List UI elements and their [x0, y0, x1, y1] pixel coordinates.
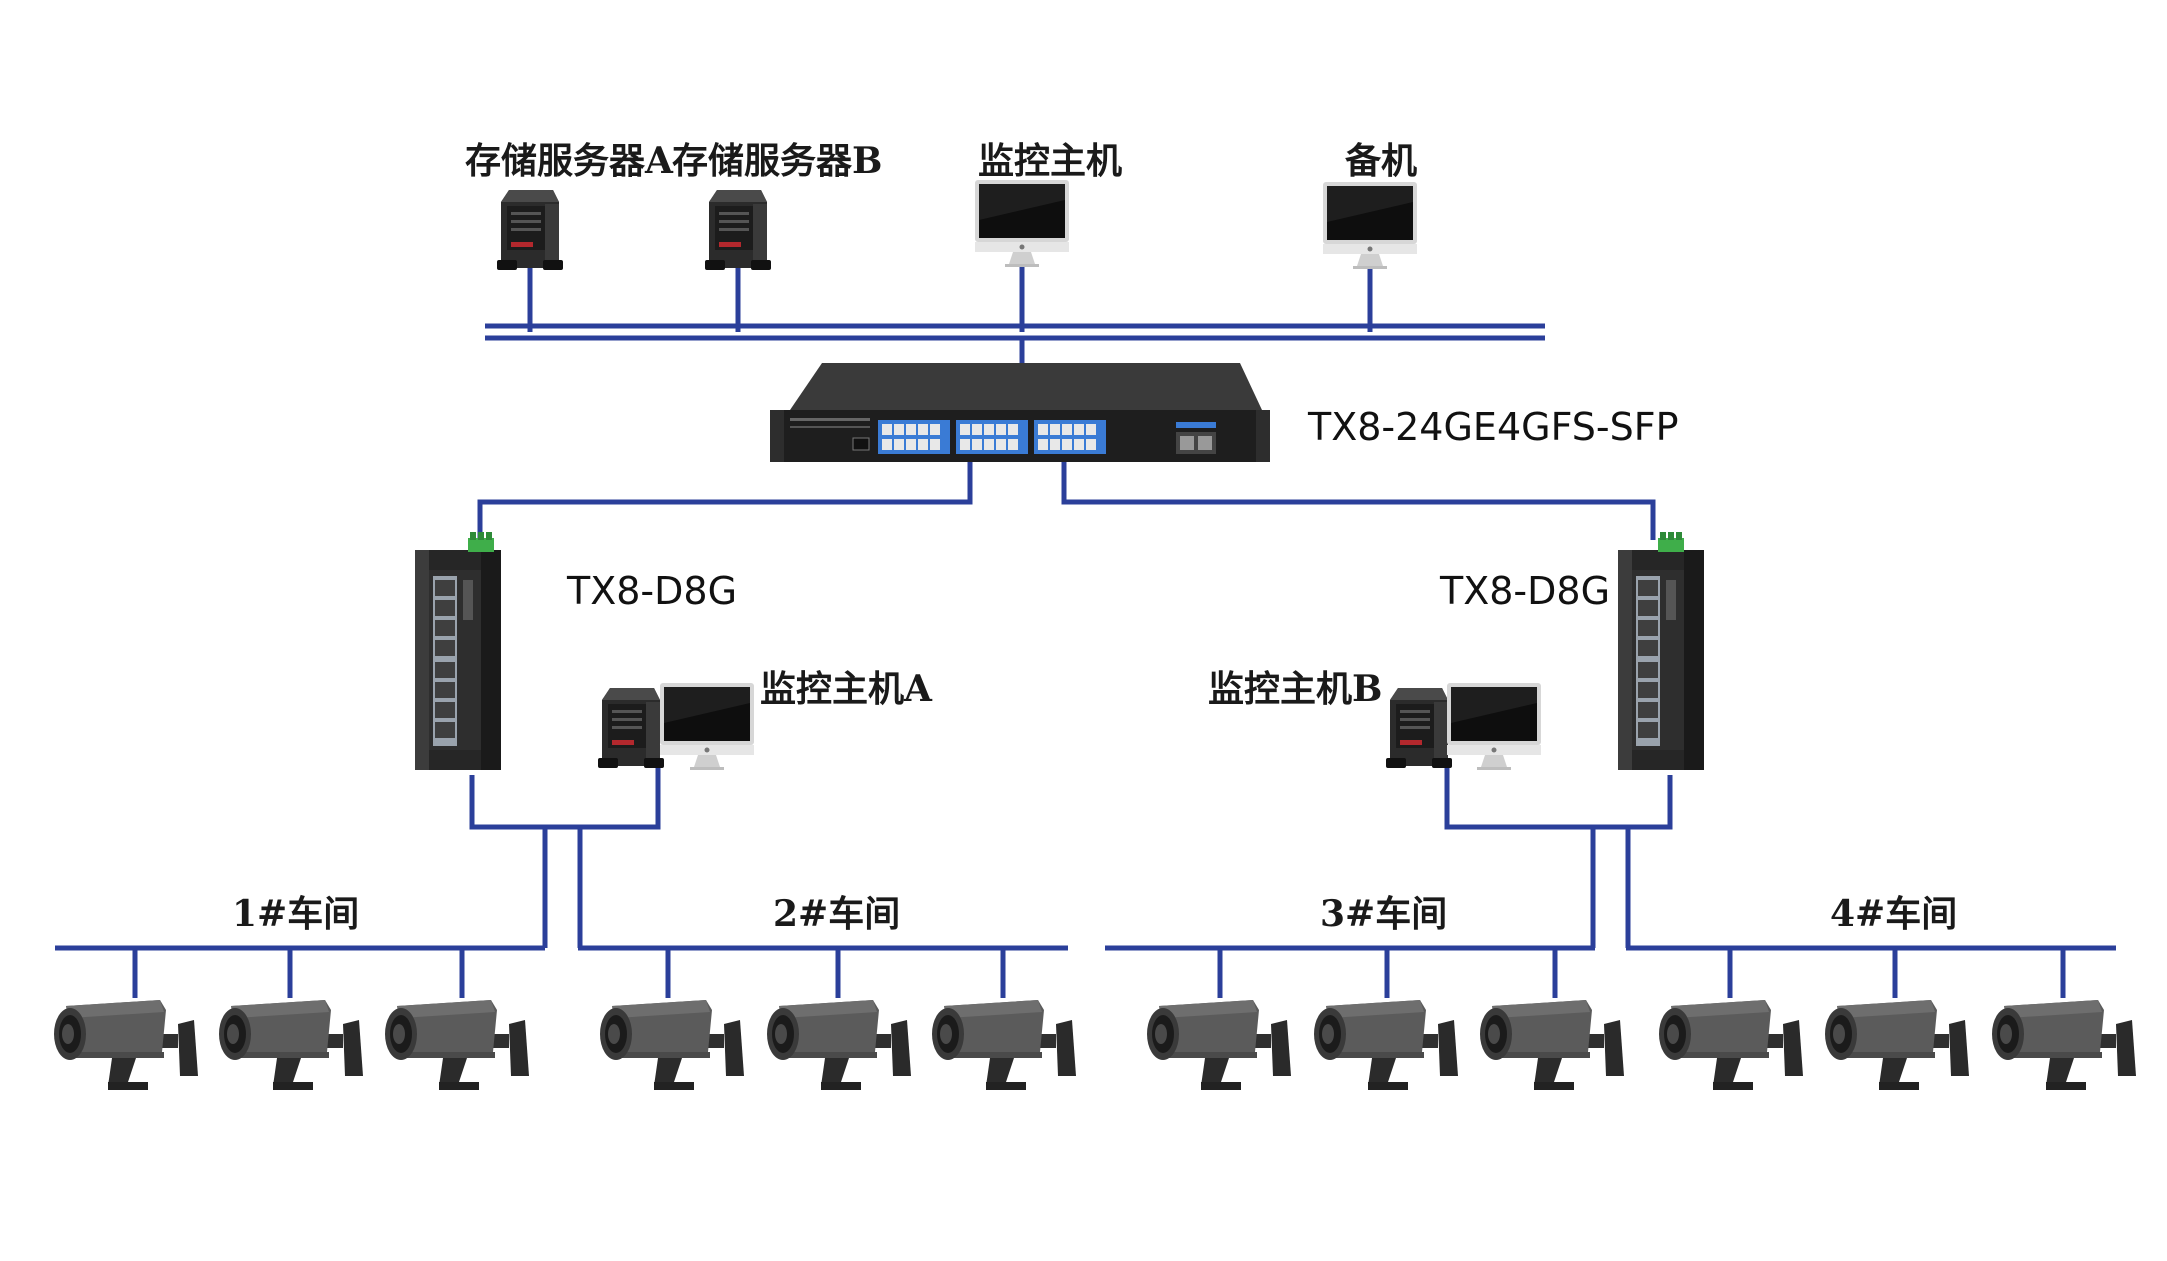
workshop-3-label: 3#车间 [1320, 893, 1447, 935]
camera-icon [1480, 1000, 1624, 1090]
camera-icon [1314, 1000, 1458, 1090]
monitor-host-b-label: 监控主机B [1208, 668, 1382, 710]
camera-icon [932, 1000, 1076, 1090]
host-b-server-icon [1386, 688, 1452, 768]
right-edge-to-host-b-line [1444, 760, 1673, 830]
monitor-host-a-label: 监控主机A [760, 668, 933, 710]
right-terminal-block-icon [1658, 532, 1684, 552]
storage-server-a-icon [497, 190, 563, 270]
host-a-server-icon [598, 688, 664, 768]
workshop-2-cameras [600, 1000, 1076, 1090]
camera-icon [219, 1000, 363, 1090]
left-din-switch-icon [415, 550, 501, 770]
core-to-right-edge-line [1061, 462, 1656, 540]
storage-server-b-label: 存储服务器B [672, 140, 882, 182]
workshop-4-label: 4#车间 [1830, 893, 1957, 935]
core-switch-model-label: TX8-24GE4GFS-SFP [1307, 405, 1678, 449]
host-b-monitor-icon [1447, 683, 1541, 770]
camera-icon [54, 1000, 198, 1090]
camera-drop-lines [132, 948, 2066, 998]
monitor-host-label: 监控主机 [978, 140, 1122, 182]
workshop-3-cameras [1147, 1000, 1624, 1090]
camera-icon [385, 1000, 529, 1090]
workshop-2-label: 2#车间 [773, 893, 900, 935]
right-edge-switch-label: TX8-D8G [1439, 569, 1610, 613]
left-edge-switch-label: TX8-D8G [566, 569, 737, 613]
workshop-4-cameras [1659, 1000, 2136, 1090]
core-switch-icon [770, 363, 1270, 462]
left-terminal-block-icon [468, 532, 494, 552]
workshop-1-cameras [54, 1000, 529, 1090]
storage-server-b-icon [705, 190, 771, 270]
monitor-host-icon [975, 180, 1069, 267]
workshop-1-label: 1#车间 [232, 893, 359, 935]
left-edge-to-host-a-line [469, 760, 661, 830]
camera-icon [1992, 1000, 2136, 1090]
storage-server-a-label: 存储服务器A [465, 140, 674, 182]
host-a-monitor-icon [660, 683, 754, 770]
camera-icon [600, 1000, 744, 1090]
camera-icon [1147, 1000, 1291, 1090]
core-to-left-edge-line [477, 462, 973, 540]
camera-icon [767, 1000, 911, 1090]
camera-icon [1825, 1000, 1969, 1090]
right-din-switch-icon [1618, 550, 1704, 770]
standby-monitor-icon [1323, 182, 1417, 269]
camera-icon [1659, 1000, 1803, 1090]
standby-label: 备机 [1345, 140, 1417, 182]
